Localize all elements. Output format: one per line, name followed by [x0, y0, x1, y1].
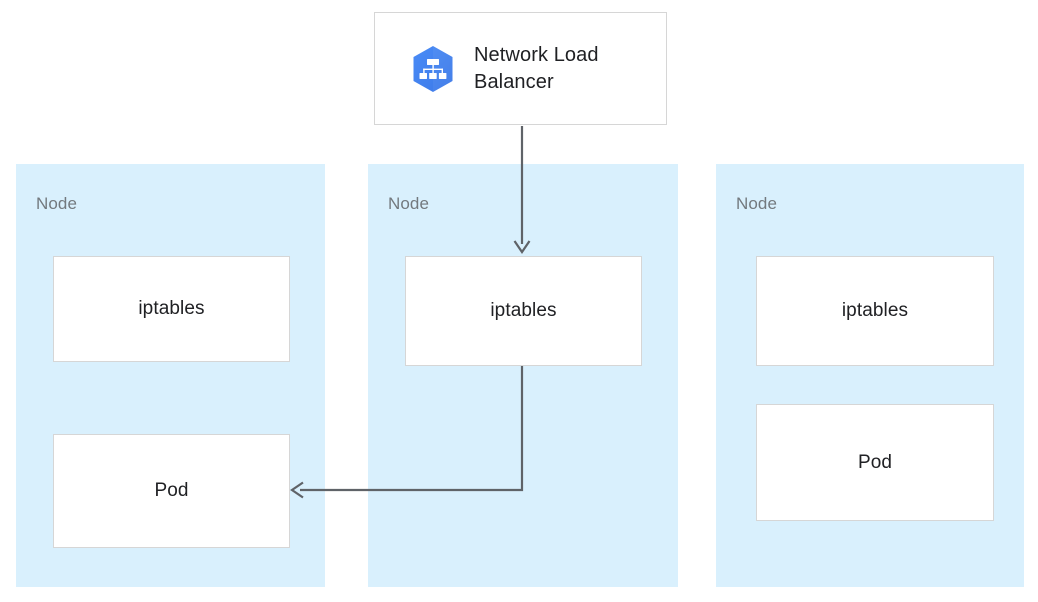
node-label-1: Node [36, 194, 78, 213]
pod-label-node-3: Pod [857, 451, 893, 473]
pod-label-node-1: Pod [154, 480, 189, 501]
network-load-balancer-box[interactable]: Network Load Balancer [374, 12, 667, 125]
iptables-label-node-3: iptables [841, 300, 909, 321]
iptables-box-node-2[interactable]: iptables [405, 256, 642, 366]
iptables-label-node-2: iptables [490, 300, 557, 321]
pod-box-node-1[interactable]: Pod [53, 434, 290, 548]
node-label-2: Node [388, 194, 430, 213]
iptables-box-node-1[interactable]: iptables [53, 256, 290, 362]
iptables-label-node-1: iptables [138, 298, 205, 319]
node-label-3: Node [736, 194, 778, 213]
pod-box-node-3[interactable]: Pod [756, 404, 994, 521]
network-load-balancer-label: Network Load Balancer [474, 43, 599, 93]
node-panel-2: Node [368, 164, 678, 587]
iptables-box-node-3[interactable]: iptables [756, 256, 994, 366]
network-load-balancer-icon [408, 44, 458, 94]
node-panel-3: Node [716, 164, 1024, 587]
